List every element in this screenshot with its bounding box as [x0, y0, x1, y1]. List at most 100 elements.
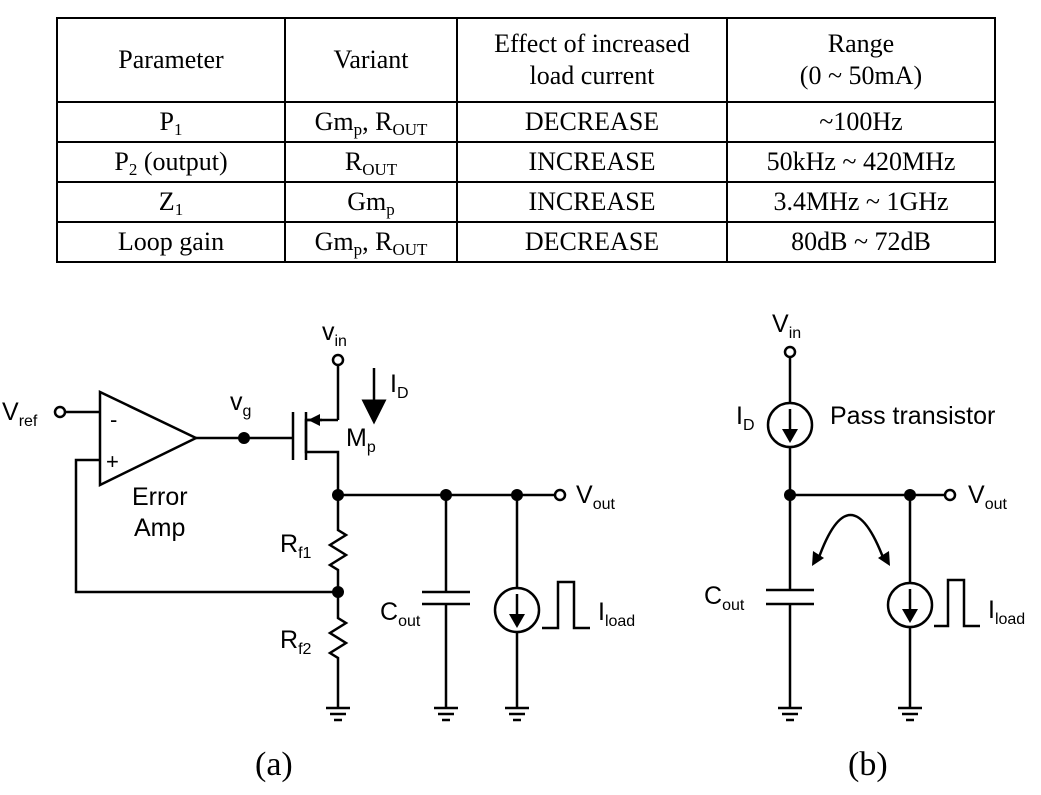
variant-b-sub: OUT: [392, 120, 428, 139]
vin-terminal-a: vin: [322, 318, 347, 367]
table-row: Z1 Gmp INCREASE 3.4MHz ~ 1GHz: [56, 181, 996, 223]
variant-a-sub: p: [353, 120, 363, 139]
vref-label: Vref: [2, 398, 38, 430]
cell-variant: Gmp, ROUT: [284, 221, 458, 263]
cell-variant: ROUT: [284, 141, 458, 183]
caption-a: (a): [255, 746, 293, 783]
vin-terminal-b: [783, 345, 797, 359]
id-label-a: ID: [390, 370, 409, 402]
load-source-arrowhead-b: [902, 609, 918, 623]
ground-icon: [898, 706, 922, 722]
diagram-a: vin ID Mp Vref - + Error Amp vg: [2, 318, 635, 783]
variant-a-sub: p: [353, 240, 363, 259]
table-row: P1 Gmp, ROUT DECREASE ~100Hz: [56, 101, 996, 143]
header-range: Range (0 ~ 50mA): [726, 17, 996, 103]
cout-label-a: Cout: [380, 598, 421, 630]
cell-parameter: P1: [56, 101, 286, 143]
header-variant: Variant: [284, 17, 458, 103]
param-symbol: Z: [158, 187, 175, 216]
cell-parameter: P2 (output): [56, 141, 286, 183]
cell-range: 50kHz ~ 420MHz: [726, 141, 996, 183]
charge-transfer-arc: [816, 514, 886, 561]
output-node-b: [784, 489, 796, 501]
table-row: Loop gain Gmp, ROUT DECREASE 80dB ~ 72dB: [56, 221, 996, 263]
vin-label-b: Vin: [772, 310, 801, 342]
resistor-rf1: [327, 495, 349, 592]
vout-label-a: Vout: [576, 481, 615, 513]
cell-variant: Gmp, ROUT: [284, 101, 458, 143]
pulse-waveform-icon: [934, 578, 980, 628]
cell-effect: DECREASE: [456, 101, 728, 143]
vg-label: vg: [230, 388, 251, 420]
ground-icon: [778, 706, 802, 722]
cout-label-b: Cout: [704, 582, 745, 614]
variant-b: R: [344, 147, 363, 176]
vout-terminal-a: [553, 488, 567, 502]
vg-node: [238, 432, 250, 444]
arc-arrowhead-right: [878, 551, 890, 566]
resistor-rf2: [327, 592, 349, 708]
variant-a-sub: p: [386, 200, 395, 219]
caption-b: (b): [848, 746, 888, 783]
table-header-row: Parameter Variant Effect of increased lo…: [56, 17, 996, 103]
header-effect-line2: load current: [529, 61, 655, 90]
cell-effect: INCREASE: [456, 181, 728, 223]
capacitor-cout-b: [766, 588, 814, 708]
header-parameter: Parameter: [56, 17, 286, 103]
header-variant-text: Variant: [333, 45, 409, 74]
vout-label-b: Vout: [968, 481, 1007, 513]
param-subscript: 1: [174, 200, 184, 219]
vout-terminal-b: [943, 488, 957, 502]
header-effect-line1: Effect of increased: [494, 29, 690, 58]
variant-a: Gm: [314, 107, 354, 136]
param-subscript: 1: [173, 120, 183, 139]
vin-label-a: vin: [322, 318, 347, 350]
opamp-minus-sign: -: [110, 407, 117, 432]
id-label-b: ID: [736, 402, 755, 434]
ground-icon: [505, 706, 529, 722]
pmos-transistor-mp: [291, 412, 340, 495]
error-amp-label-line2: Amp: [134, 514, 185, 542]
arc-arrowhead-left: [812, 551, 824, 566]
cell-variant: Gmp: [284, 181, 458, 223]
capacitor-cout-a: [422, 495, 470, 708]
header-parameter-text: Parameter: [118, 45, 224, 74]
cell-effect: INCREASE: [456, 141, 728, 183]
current-source-arrowhead: [509, 614, 525, 628]
param-subscript: 2: [128, 160, 138, 179]
error-amp-triangle: [98, 390, 199, 488]
variant-b: R: [375, 227, 393, 256]
ground-icon: [326, 706, 350, 722]
variant-b: R: [375, 107, 393, 136]
param-symbol: P: [114, 147, 129, 176]
pulse-waveform-icon: [542, 580, 590, 630]
id-source-arrowhead: [782, 429, 798, 443]
cell-parameter: Z1: [56, 181, 286, 223]
header-effect: Effect of increased load current: [456, 17, 728, 103]
variant-a: Gm: [347, 187, 387, 216]
cell-range: ~100Hz: [726, 101, 996, 143]
variant-a: Gm: [314, 227, 354, 256]
current-source-icon: [493, 586, 541, 634]
cell-effect: DECREASE: [456, 221, 728, 263]
mp-label: Mp: [346, 424, 376, 456]
variant-sep: ,: [362, 107, 376, 136]
opamp-plus-sign: +: [106, 449, 119, 474]
header-range-line2: (0 ~ 50mA): [799, 61, 923, 90]
cell-range: 80dB ~ 72dB: [726, 221, 996, 263]
cell-parameter: Loop gain: [56, 221, 286, 263]
pass-transistor-label: Pass transistor: [830, 402, 995, 430]
variant-b-sub: OUT: [362, 160, 398, 179]
cell-range: 3.4MHz ~ 1GHz: [726, 181, 996, 223]
feedback-wire: [74, 458, 338, 594]
vref-terminal: [53, 405, 67, 419]
rf1-label: Rf1: [280, 530, 312, 562]
variant-b-sub: OUT: [392, 240, 428, 259]
iload-label-a: Iload: [598, 598, 635, 630]
diagram-b: Vin ID Pass transistor Vout Cout I: [704, 310, 1025, 783]
error-amp-label-line1: Error: [132, 483, 188, 511]
table-row: P2 (output) ROUT INCREASE 50kHz ~ 420MHz: [56, 141, 996, 183]
iload-label-b: Iload: [988, 596, 1025, 628]
header-range-line1: Range: [827, 29, 895, 58]
